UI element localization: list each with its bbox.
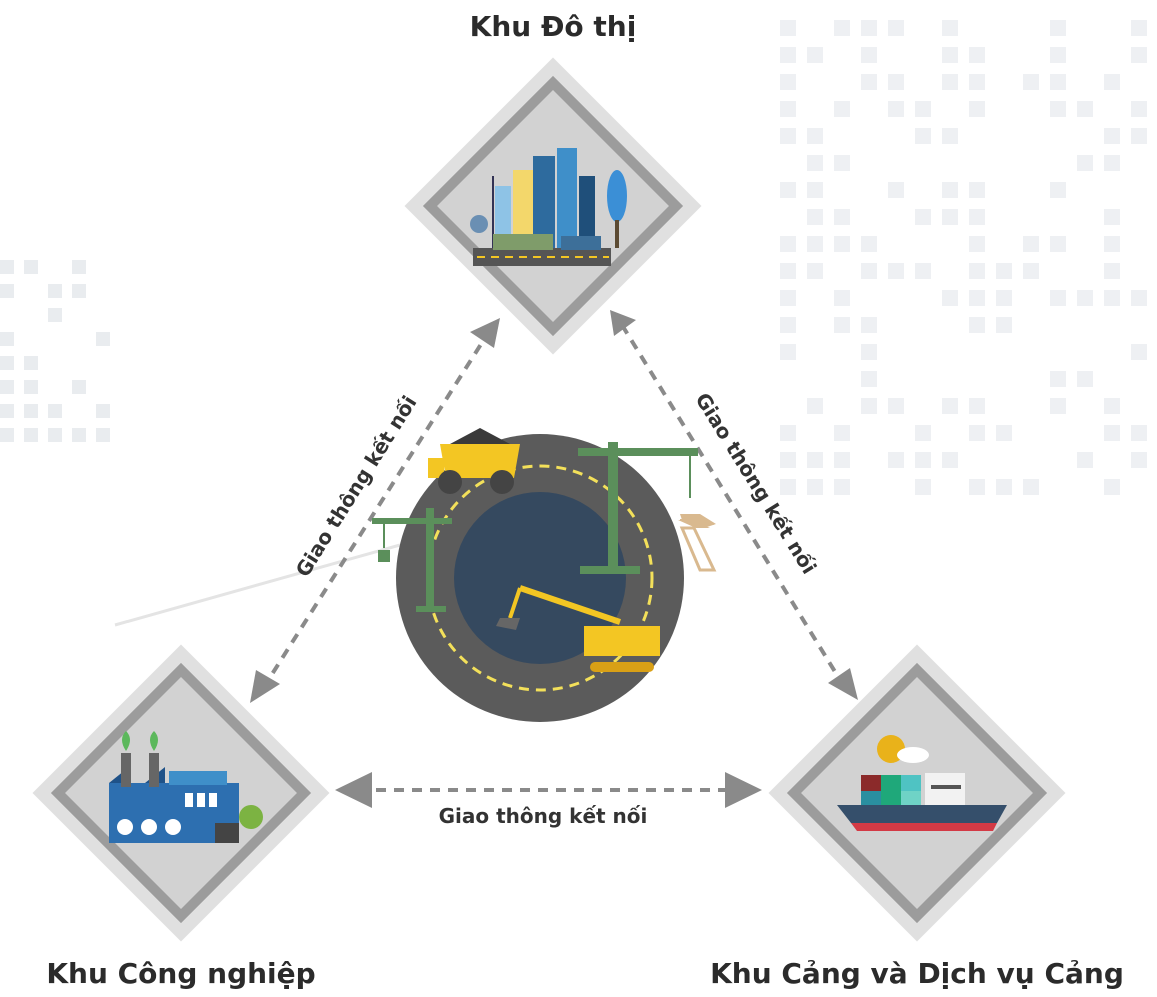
- node-title-port: Khu Cảng và Dịch vụ Cảng: [710, 957, 1124, 990]
- node-title-urban: Khu Đô thị: [470, 10, 637, 43]
- node-port: [768, 644, 1066, 942]
- connector-urban-industrial: [250, 318, 500, 703]
- excavator-icon: [496, 585, 660, 672]
- mine-site-icon: [372, 428, 717, 722]
- edge-label-urban-port: Giao thông kết nối: [690, 388, 821, 578]
- light-streak-decoration: [114, 543, 401, 627]
- tower-crane-icon: [578, 442, 698, 574]
- small-crane-icon: [372, 508, 452, 612]
- node-title-industrial: Khu Công nghiệp: [46, 957, 315, 990]
- node-urban: [404, 57, 702, 355]
- cargo-ship-icon: [837, 735, 1007, 831]
- connector-industrial-port: [335, 772, 762, 808]
- oil-derrick-icon: [678, 514, 717, 572]
- edge-label-industrial-port: Giao thông kết nối: [439, 804, 648, 828]
- dump-truck-icon: [428, 428, 520, 494]
- city-skyline-icon: [470, 148, 627, 266]
- connector-urban-port: [610, 310, 858, 700]
- factory-icon: [109, 731, 263, 843]
- node-industrial: [32, 644, 330, 942]
